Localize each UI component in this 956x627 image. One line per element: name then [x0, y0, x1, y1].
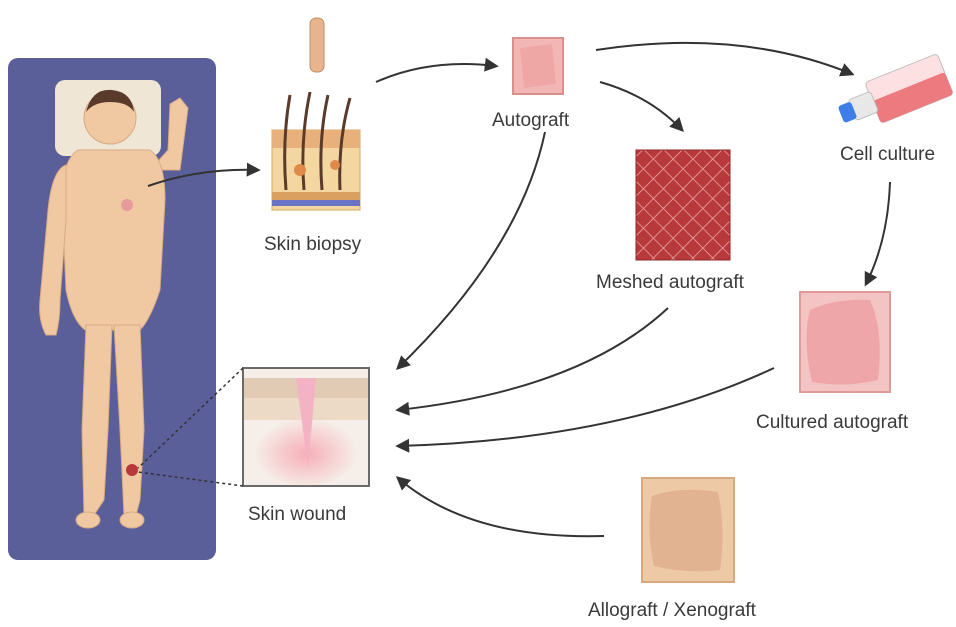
arrow-autograft-to-culture [596, 43, 852, 74]
arrow-biopsy-to-autograft [376, 64, 496, 82]
meshed-autograft-illustration [636, 150, 730, 260]
label-meshed-autograft: Meshed autograft [596, 272, 745, 293]
biopsy-punch-core [310, 18, 324, 72]
cell-culture-flask [833, 53, 953, 136]
skin-biopsy-illustration [272, 18, 360, 210]
right-foot [120, 512, 144, 528]
label-autograft: Autograft [492, 110, 570, 131]
label-skin-wound: Skin wound [248, 504, 346, 525]
label-cell-culture: Cell culture [840, 144, 935, 165]
torso [62, 150, 165, 330]
arrow-allograft-to-wound [398, 478, 604, 536]
vein-layer [272, 200, 360, 206]
arrow-cultured-to-wound [398, 368, 774, 446]
gland [330, 160, 340, 170]
meshed-square [636, 150, 730, 260]
fat-layer [272, 192, 360, 200]
arrow-autograft-to-meshed [600, 82, 682, 130]
cultured-autograft-illustration [800, 292, 890, 392]
arrow-autograft-to-wound [398, 132, 545, 368]
label-allograft-xenograft: Allograft / Xenograft [588, 600, 757, 621]
label-cultured-autograft: Cultured autograft [756, 412, 909, 433]
allograft-illustration [642, 478, 734, 582]
biopsy-site [121, 199, 133, 211]
wound-site [126, 464, 138, 476]
gland [294, 164, 306, 176]
patient-panel [8, 58, 216, 560]
autograft-illustration [513, 38, 563, 94]
label-skin-biopsy: Skin biopsy [264, 234, 362, 255]
arrow-meshed-to-wound [398, 308, 668, 410]
left-foot [76, 512, 100, 528]
arrow-culture-to-cultured [866, 182, 890, 284]
